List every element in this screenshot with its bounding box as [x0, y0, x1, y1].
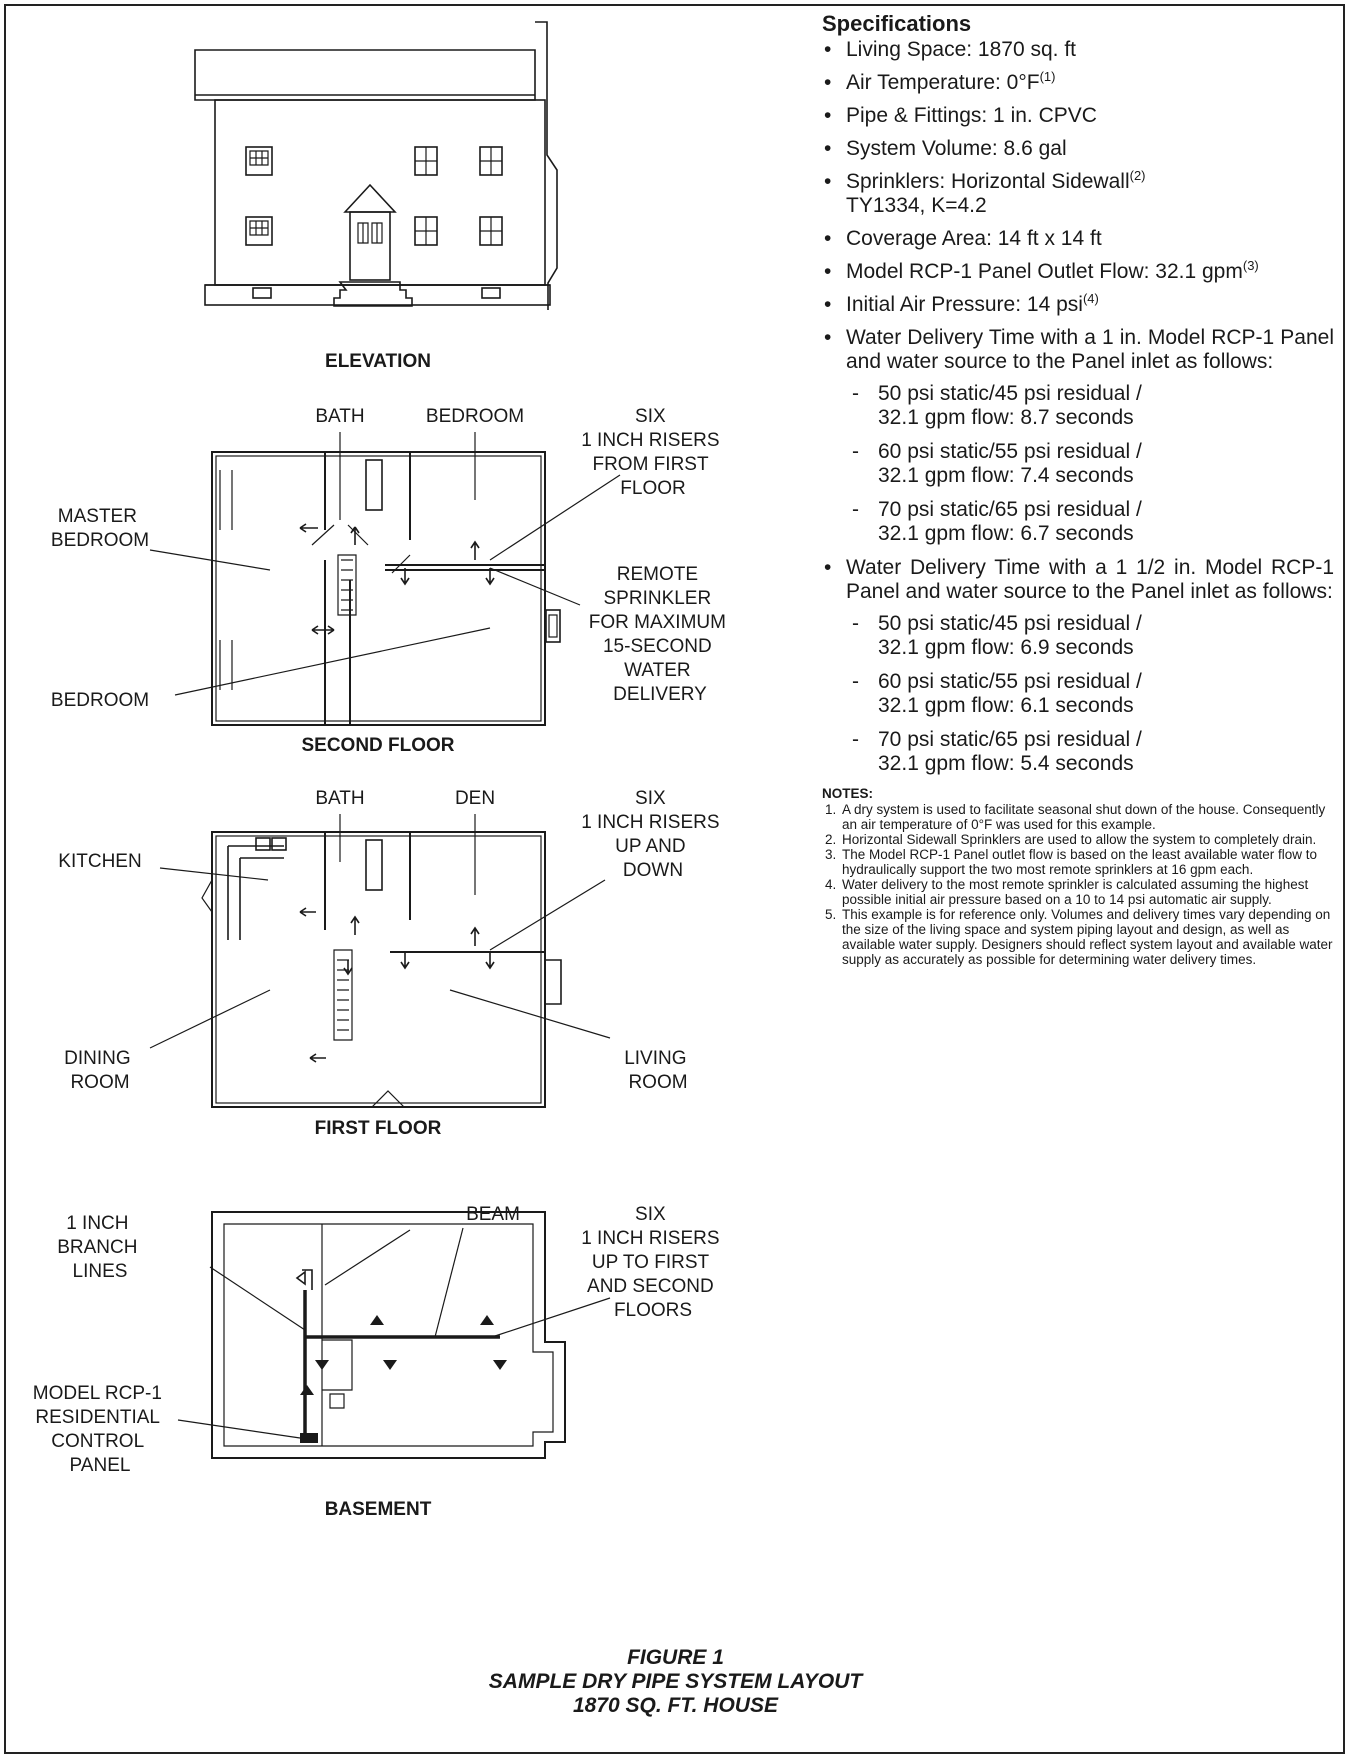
label-risers: SIX 1 INCH RISERS UP TO FIRST AND SECOND… [581, 1204, 725, 1321]
foundation [204, 284, 551, 306]
note-item: The Model RCP-1 Panel outlet flow is bas… [840, 847, 1334, 877]
basement-title: BASEMENT [325, 1499, 432, 1520]
window [245, 146, 273, 176]
label-dining-room: DINING ROOM [64, 1048, 136, 1093]
label-control-panel: MODEL RCP-1 RESIDENTIAL CONTROL PANEL [33, 1383, 167, 1476]
label-master-bedroom: MASTER BEDROOM [51, 506, 149, 551]
note-item: Water delivery to the most remote sprink… [840, 877, 1334, 907]
window [479, 216, 503, 246]
chimney [535, 21, 558, 310]
label-beam: BEAM [466, 1204, 520, 1225]
page-border [4, 4, 1345, 1754]
caption-title: SAMPLE DRY PIPE SYSTEM LAYOUT [488, 1670, 863, 1693]
sprinkler-arrow [383, 1360, 397, 1370]
figure-caption: FIGURE 1 SAMPLE DRY PIPE SYSTEM LAYOUT 1… [0, 1646, 1351, 1718]
spec-item: Air Temperature: 0°F(1) [822, 70, 1334, 95]
window [414, 216, 438, 246]
spec-item: Model RCP-1 Panel Outlet Flow: 32.1 gpm(… [822, 259, 1334, 284]
sprinkler-arrow [470, 926, 480, 946]
sprinkler-arrow [311, 625, 335, 635]
label-den: DEN [455, 788, 495, 809]
spec-item: Living Space: 1870 sq. ft [822, 38, 1334, 62]
sprinkler-arrow [485, 952, 495, 970]
spec-item-delivery-15in: Water Delivery Time with a 1 1/2 in. Mod… [822, 556, 1334, 776]
sprinkler-arrow [493, 1360, 507, 1370]
note-item: A dry system is used to facilitate seaso… [840, 802, 1334, 832]
delivery-row: 50 psi static/45 psi residual /32.1 gpm … [846, 612, 1334, 660]
control-panel [300, 1433, 318, 1443]
label-risers: SIX 1 INCH RISERS FROM FIRST FLOOR [581, 406, 725, 499]
second-floor-plan: BATH BEDROOM SIX 1 INCH RISERS FROM FIRS… [51, 406, 732, 756]
spec-item: Coverage Area: 14 ft x 14 ft [822, 227, 1334, 251]
window [479, 146, 503, 176]
label-bedroom: BEDROOM [426, 406, 524, 427]
delivery-row: 60 psi static/55 psi residual /32.1 gpm … [846, 670, 1334, 718]
sprinkler-arrow [370, 1315, 384, 1325]
window [245, 216, 273, 246]
delivery-row: 70 psi static/65 psi residual /32.1 gpm … [846, 498, 1334, 546]
spec-item: Initial Air Pressure: 14 psi(4) [822, 292, 1334, 317]
spec-item: Sprinklers: Horizontal Sidewall(2)TY1334… [822, 169, 1334, 218]
label-kitchen: KITCHEN [58, 851, 141, 872]
delivery-row: 50 psi static/45 psi residual /32.1 gpm … [846, 382, 1334, 430]
first-floor-title: FIRST FLOOR [315, 1118, 442, 1139]
sprinkler-arrow [300, 1385, 314, 1395]
label-living-room: LIVING ROOM [624, 1048, 692, 1093]
spec-list: Living Space: 1870 sq. ft Air Temperatur… [822, 38, 1334, 776]
delivery-row: 60 psi static/55 psi residual /32.1 gpm … [846, 440, 1334, 488]
first-floor-plan: BATH DEN SIX 1 INCH RISERS UP AND DOWN K… [58, 788, 725, 1139]
specifications-panel: Specifications Living Space: 1870 sq. ft… [822, 11, 1334, 968]
spec-item-delivery-1in: Water Delivery Time with a 1 in. Model R… [822, 326, 1334, 546]
sprinkler-arrow [309, 1053, 326, 1063]
sprinkler-arrow [350, 915, 360, 935]
sprinkler-arrow [470, 540, 480, 560]
elevation-drawing: ELEVATION [194, 21, 558, 372]
kitchen-counter [227, 845, 284, 940]
caption-figure-number: FIGURE 1 [627, 1646, 724, 1669]
sprinkler-arrow [485, 568, 495, 586]
delivery-row: 70 psi static/65 psi residual /32.1 gpm … [846, 728, 1334, 776]
spec-item: System Volume: 8.6 gal [822, 137, 1334, 161]
sprinkler-arrow [480, 1315, 494, 1325]
label-bath: BATH [315, 406, 364, 427]
label-remote-sprinkler: REMOTE SPRINKLER FOR MAXIMUM 15-SECOND W… [589, 564, 732, 705]
sprinkler-arrow [299, 907, 316, 917]
sprinkler-arrow [315, 1360, 329, 1370]
label-risers: SIX 1 INCH RISERS UP AND DOWN [581, 788, 725, 881]
specifications-heading: Specifications [822, 11, 972, 36]
note-item: Horizontal Sidewall Sprinklers are used … [840, 832, 1334, 847]
spec-item: Pipe & Fittings: 1 in. CPVC [822, 104, 1334, 128]
label-bedroom-lower: BEDROOM [51, 690, 149, 711]
notes-section: NOTES: A dry system is used to facilitat… [822, 786, 1334, 967]
sprinkler-arrow [299, 523, 318, 533]
second-floor-title: SECOND FLOOR [301, 735, 454, 756]
basement-plan: BEAM 1 INCH BRANCH LINES SIX 1 INCH RISE… [33, 1204, 725, 1520]
sprinkler-arrow [350, 526, 360, 545]
roof [194, 49, 536, 101]
label-bath: BATH [315, 788, 364, 809]
sprinkler-arrow [343, 960, 353, 976]
house-facade [214, 99, 546, 286]
sprinkler-arrow [400, 568, 410, 586]
label-branch-lines: 1 INCH BRANCH LINES [57, 1213, 143, 1282]
sprinkler-arrow [400, 952, 410, 970]
caption-subtitle: 1870 SQ. FT. HOUSE [572, 1694, 778, 1717]
note-item: This example is for reference only. Volu… [840, 907, 1334, 967]
sprinkler-arrow [295, 1269, 313, 1290]
window [414, 146, 438, 176]
front-door [333, 183, 413, 307]
elevation-title: ELEVATION [325, 351, 431, 372]
notes-heading: NOTES: [822, 786, 874, 801]
